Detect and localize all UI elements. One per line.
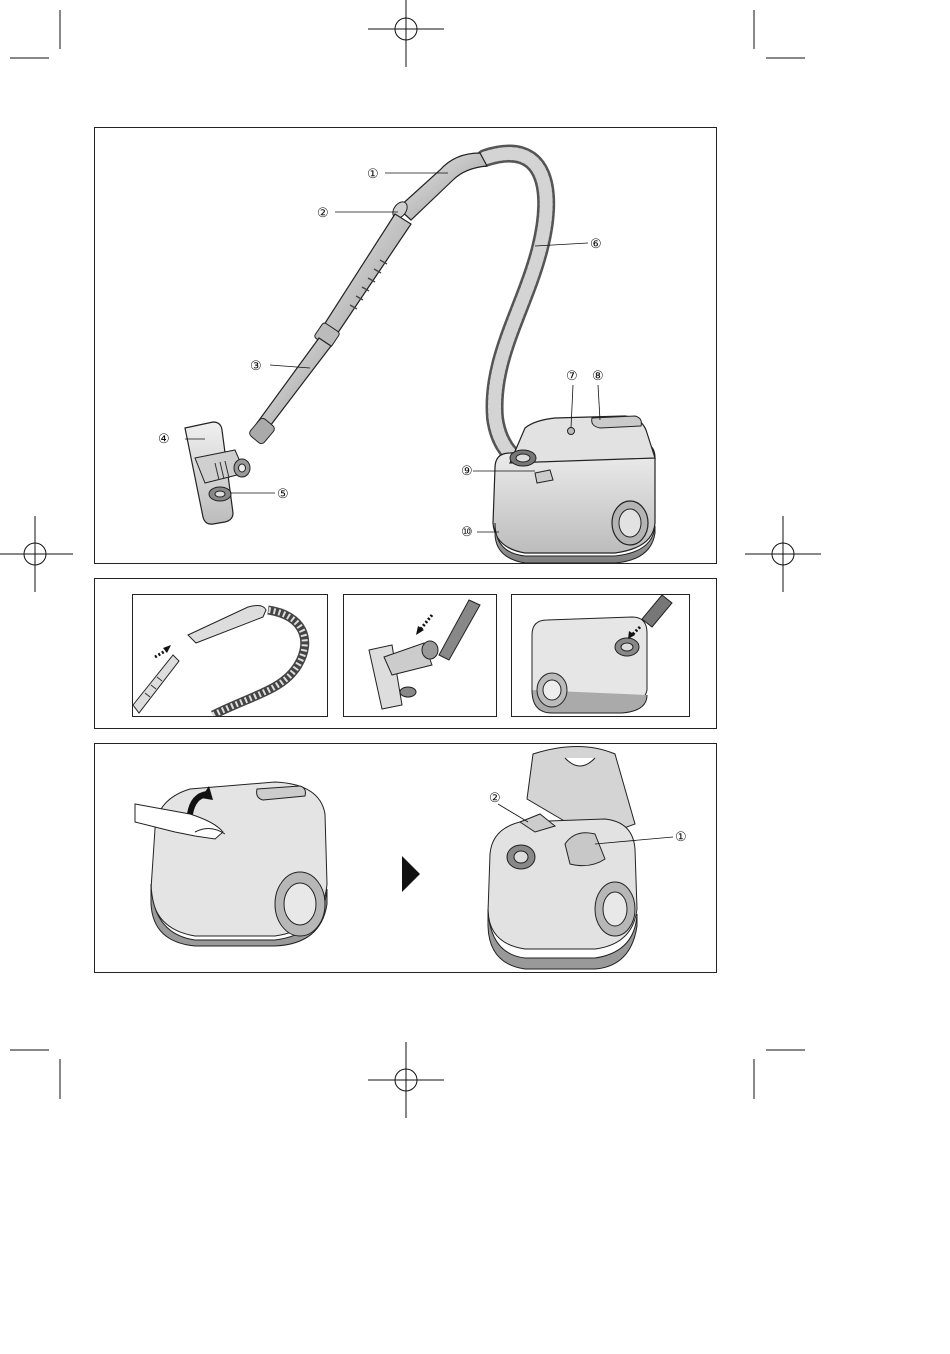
callout-9: ⑨ [461, 464, 473, 479]
canister-body [493, 416, 655, 563]
callout-8: ⑧ [592, 369, 604, 384]
callout-1: ① [367, 167, 379, 182]
crop-mark-bottom-left [10, 1050, 60, 1099]
floor-nozzle [185, 422, 250, 524]
callout-10: ⑩ [461, 525, 473, 540]
callout-6: ⑥ [590, 237, 602, 252]
step-arrow [402, 856, 420, 892]
tube-lower [257, 338, 331, 430]
figure-assembly [94, 578, 717, 729]
nozzle-to-tube-illustration [344, 595, 496, 716]
hose-to-body-illustration [512, 595, 689, 716]
callout-3: ③ [250, 359, 262, 374]
tube-upper [320, 214, 411, 340]
tube-to-handle-illustration [133, 595, 327, 716]
crosshair-top [368, 0, 444, 67]
callout-lid-2: ② [489, 791, 501, 806]
callout-2: ② [317, 206, 329, 221]
figure-open-lid: ② ① [94, 743, 717, 973]
handle-grip [398, 153, 487, 220]
crop-mark-top-left [10, 10, 60, 58]
closed-canister [151, 782, 327, 946]
callout-4: ④ [158, 432, 170, 447]
open-canister [488, 747, 637, 970]
crosshair-left [0, 516, 73, 592]
assembly-step-hose-to-body [511, 594, 690, 717]
crosshair-right [745, 516, 821, 592]
figure-overview: ① ② ③ ④ ⑤ ⑥ ⑦ ⑧ ⑨ ⑩ [94, 127, 717, 564]
assembly-step-tube-to-handle [132, 594, 328, 717]
callout-5: ⑤ [277, 487, 289, 502]
crosshair-bottom [368, 1042, 444, 1118]
crop-mark-bottom-right [754, 1050, 805, 1099]
vacuum-overview-illustration: ① ② ③ ④ ⑤ ⑥ ⑦ ⑧ ⑨ ⑩ [95, 128, 718, 565]
crop-mark-top-right [754, 10, 805, 58]
open-lid-illustration: ② ① [95, 744, 718, 974]
assembly-step-nozzle-to-tube [343, 594, 497, 717]
callout-lid-1: ① [675, 830, 687, 845]
callout-7: ⑦ [566, 369, 578, 384]
